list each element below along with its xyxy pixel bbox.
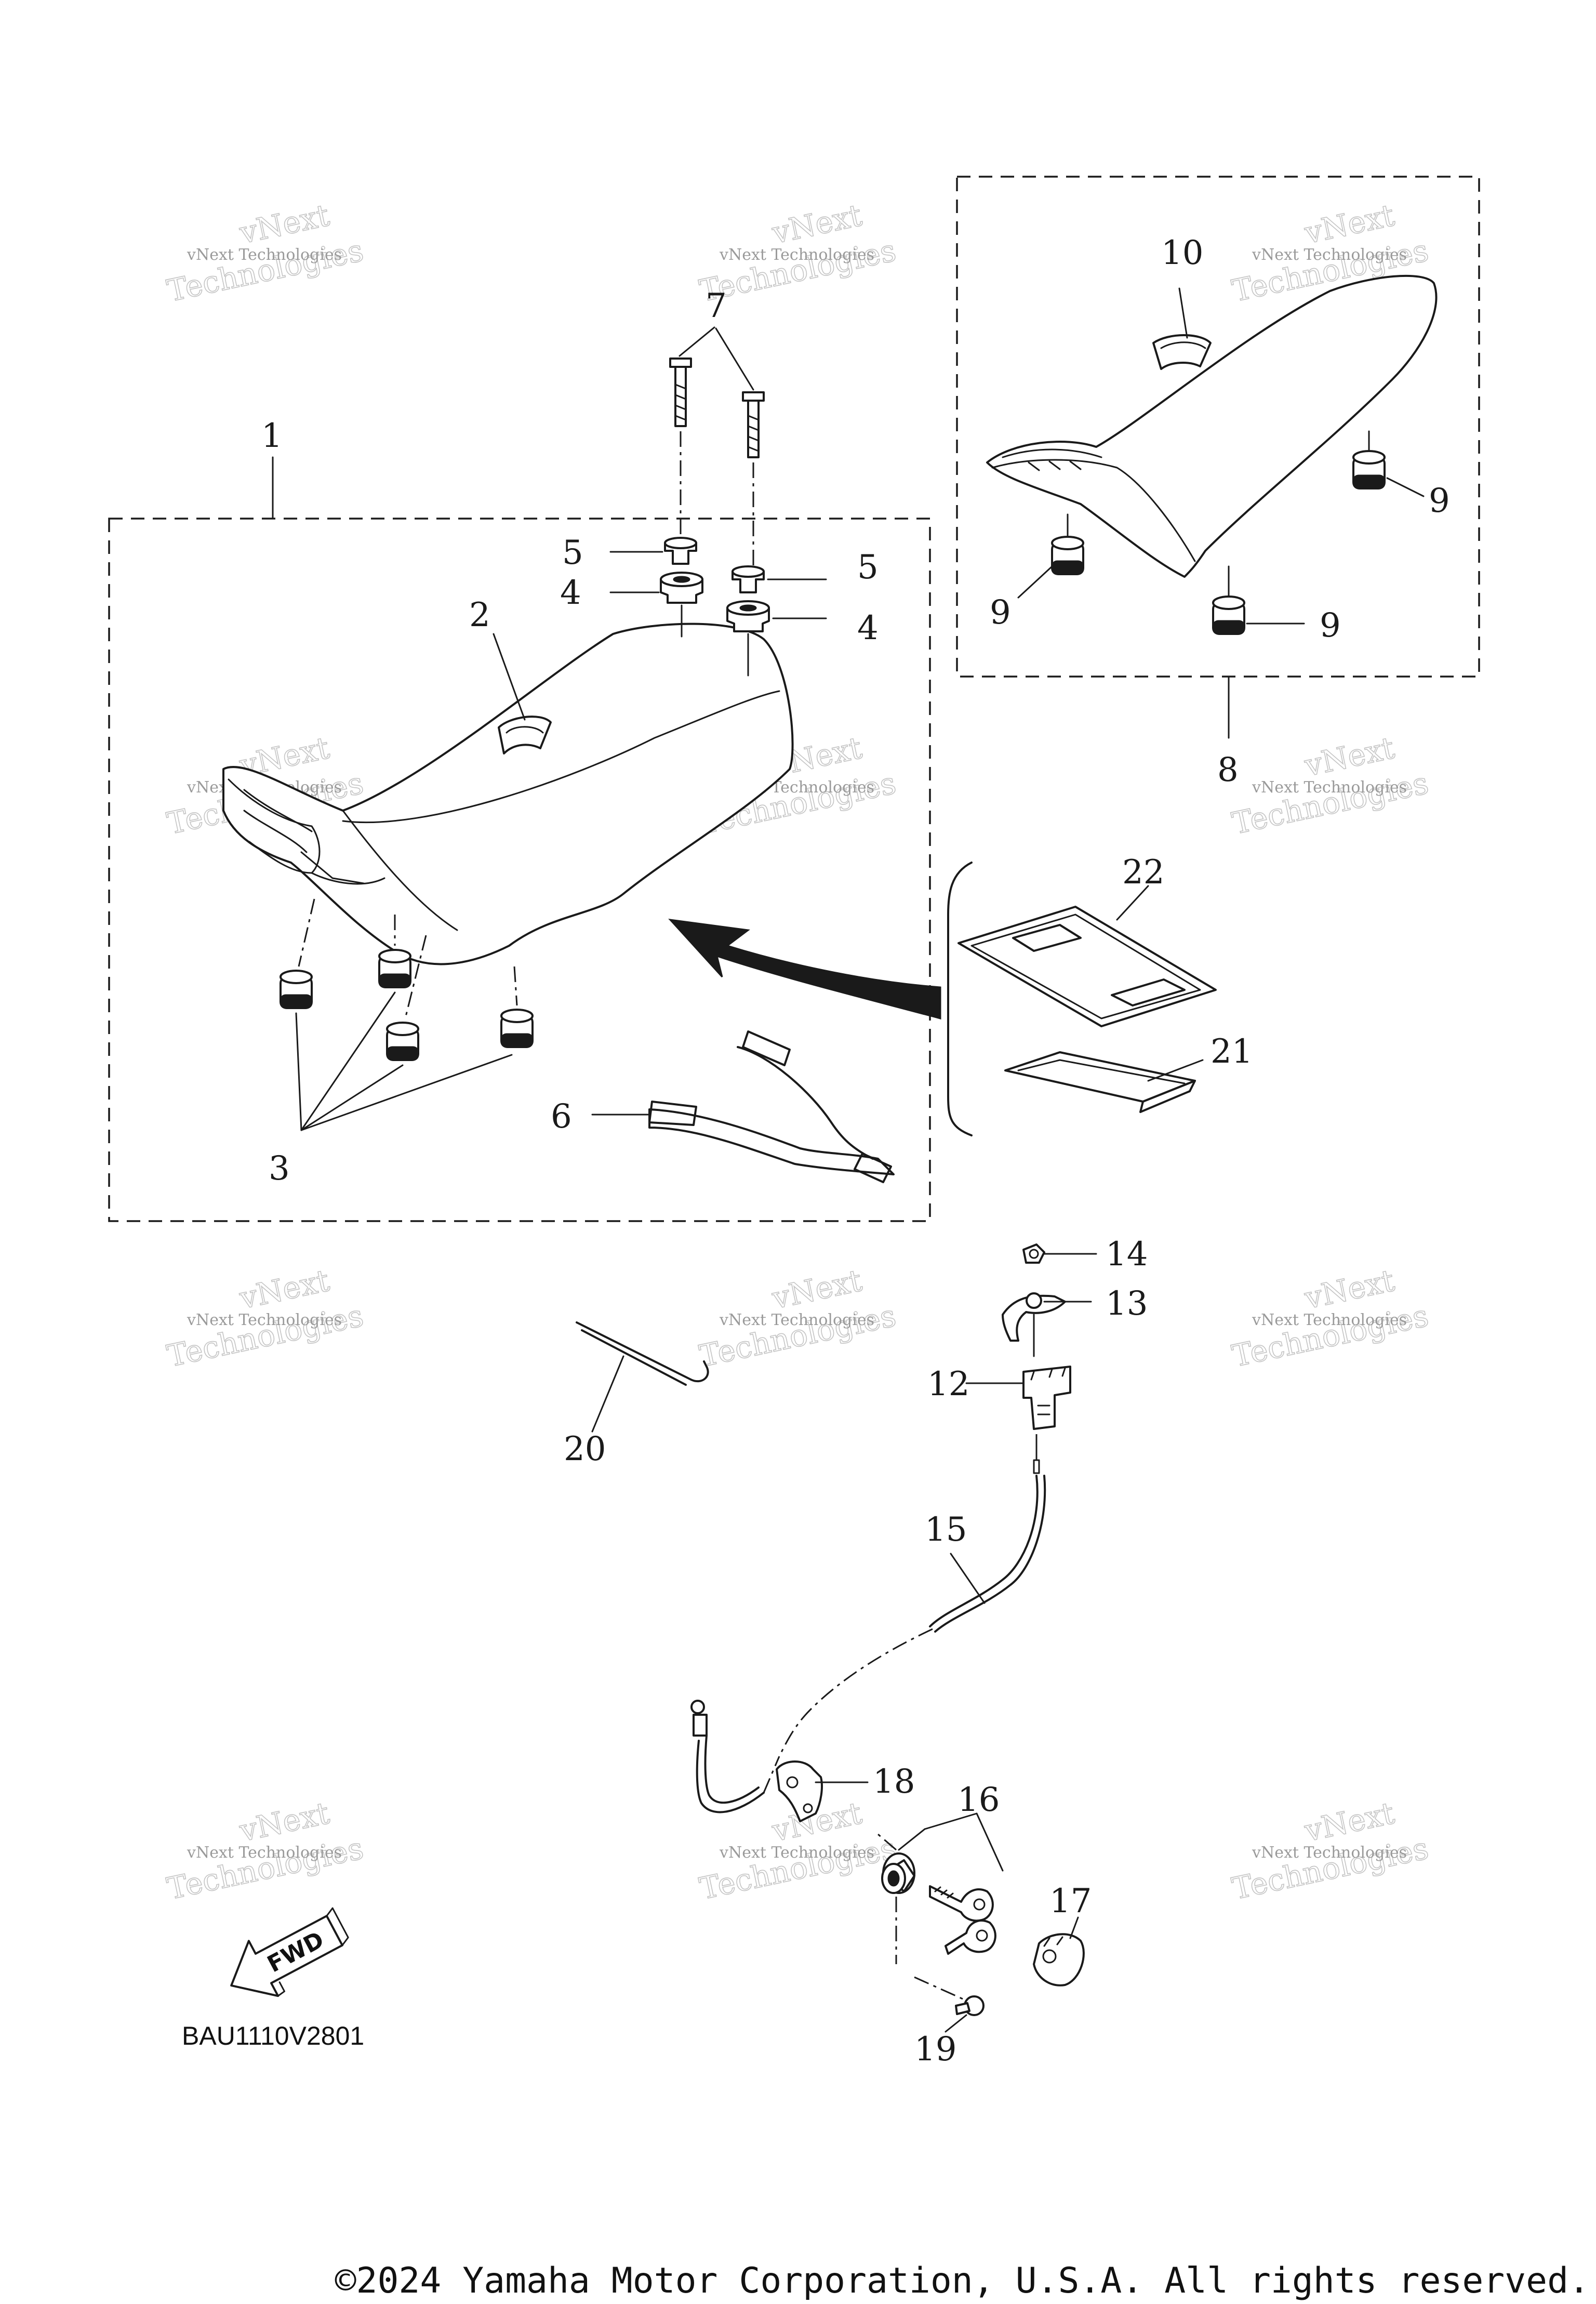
collar-group bbox=[609, 537, 827, 593]
label-8: 8 bbox=[1217, 751, 1239, 789]
label-15: 15 bbox=[925, 1511, 967, 1549]
manual-bag bbox=[957, 885, 1217, 1027]
watermark: vNext Technologies vNext Technologies bbox=[1229, 1795, 1432, 1907]
part-labels: 1 2 3 4 4 5 5 6 7 8 9 9 9 10 12 13 14 15… bbox=[261, 234, 1450, 2069]
svg-text:vNext Technologies: vNext Technologies bbox=[1252, 246, 1407, 264]
label-10: 10 bbox=[1161, 234, 1203, 272]
label-17: 17 bbox=[1049, 1882, 1092, 1921]
label-22: 22 bbox=[1122, 853, 1164, 892]
copyright-notice: ©2024 Yamaha Motor Corporation, U.S.A. A… bbox=[335, 2260, 1590, 2301]
rear-seat-assembly-boundary bbox=[956, 176, 1480, 678]
lock-bracket bbox=[776, 1760, 869, 1822]
watermark: vNext Technologies vNext Technologies bbox=[164, 1262, 367, 1374]
rear-seat bbox=[986, 274, 1438, 578]
watermark: vNext Technologies vNext Technologies bbox=[1229, 1262, 1432, 1374]
label-18: 18 bbox=[873, 1763, 915, 1801]
seat-assembly-boundary bbox=[108, 518, 931, 1222]
label-9b: 9 bbox=[990, 593, 1011, 632]
damper bbox=[1212, 565, 1245, 635]
svg-text:vNext Technologies: vNext Technologies bbox=[187, 1844, 342, 1862]
key-tag bbox=[1033, 1916, 1085, 1987]
main-seat bbox=[222, 623, 794, 965]
svg-text:vNext Technologies: vNext Technologies bbox=[187, 1311, 342, 1329]
watermark: vNext Technologies vNext Technologies bbox=[164, 197, 367, 309]
seat-lock bbox=[877, 1812, 1004, 1964]
label-3: 3 bbox=[269, 1149, 290, 1188]
label-6: 6 bbox=[551, 1097, 572, 1136]
damper bbox=[500, 1009, 534, 1048]
leader-2 bbox=[493, 633, 526, 721]
diagram-code: BAU1110V2801 bbox=[182, 2021, 364, 2050]
label-13: 13 bbox=[1106, 1285, 1148, 1323]
screw bbox=[914, 1976, 985, 2033]
seat-lock-cable bbox=[690, 1449, 1046, 1813]
damper bbox=[386, 1022, 419, 1061]
label-4a: 4 bbox=[560, 574, 581, 612]
damper bbox=[1352, 430, 1386, 489]
svg-text:vNext Technologies: vNext Technologies bbox=[1252, 1844, 1407, 1862]
watermark: vNext Technologies vNext Technologies bbox=[1229, 730, 1432, 842]
label-19: 19 bbox=[914, 2030, 956, 2069]
watermark: vNext Technologies vNext Technologies bbox=[164, 1795, 367, 1907]
svg-text:vNext Technologies: vNext Technologies bbox=[719, 246, 874, 264]
svg-text:vNext Technologies: vNext Technologies bbox=[719, 1311, 874, 1329]
damper bbox=[378, 949, 411, 988]
svg-text:vNext Technologies: vNext Technologies bbox=[719, 1844, 874, 1862]
seat-strap bbox=[591, 1030, 895, 1183]
damper-group bbox=[280, 898, 534, 1131]
bolt-group bbox=[669, 326, 765, 566]
damper bbox=[280, 970, 313, 1009]
label-14: 14 bbox=[1106, 1235, 1148, 1274]
watermark: vNext Technologies vNext Technologies bbox=[696, 197, 899, 309]
svg-text:vNext Technologies: vNext Technologies bbox=[187, 246, 342, 264]
label-5a: 5 bbox=[562, 534, 583, 572]
seat-latch bbox=[965, 1243, 1097, 1450]
hex-wrench bbox=[576, 1321, 709, 1433]
grommet-group bbox=[609, 572, 827, 677]
label-2: 2 bbox=[469, 596, 490, 634]
label-21: 21 bbox=[1211, 1032, 1253, 1071]
rear-damper-group bbox=[1017, 430, 1425, 635]
label-9a: 9 bbox=[1429, 482, 1450, 520]
label-9c: 9 bbox=[1320, 606, 1341, 645]
svg-text:vNext Technologies: vNext Technologies bbox=[1252, 778, 1407, 797]
tool-bag bbox=[1004, 1051, 1204, 1113]
label-20: 20 bbox=[564, 1430, 606, 1468]
label-5b: 5 bbox=[857, 548, 879, 587]
pointer-arrow bbox=[668, 918, 941, 1019]
fwd-arrow: FWD bbox=[230, 1907, 349, 1997]
keys bbox=[929, 1885, 996, 1955]
label-16: 16 bbox=[957, 1781, 1000, 1819]
damper bbox=[1051, 513, 1084, 575]
label-4b: 4 bbox=[857, 609, 879, 647]
label-7: 7 bbox=[706, 287, 727, 325]
label-1: 1 bbox=[261, 417, 283, 455]
kit-bracket bbox=[947, 862, 973, 1136]
svg-text:vNext Technologies: vNext Technologies bbox=[1252, 1311, 1407, 1329]
label-12: 12 bbox=[927, 1365, 969, 1403]
watermark: vNext Technologies vNext Technologies bbox=[696, 1262, 899, 1374]
